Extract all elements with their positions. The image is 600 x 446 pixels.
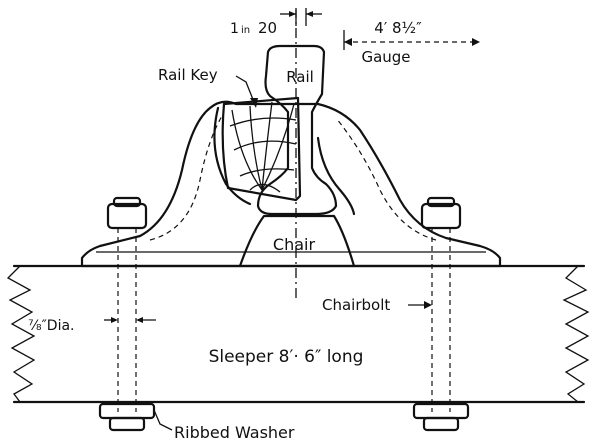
- bolt-nut-left: [108, 416, 146, 432]
- rail-label: Rail: [286, 68, 314, 86]
- bolt-diameter-label: ⅞″Dia.: [28, 318, 75, 334]
- rail-key-outline: [221, 96, 302, 202]
- gauge-annotation: 4′ 8½″ Gauge: [343, 19, 480, 66]
- rail-key-arrowhead: [250, 98, 258, 108]
- rail-label-bg: [282, 64, 318, 86]
- chair-seat: [238, 214, 356, 268]
- rail-key-leader: [235, 75, 255, 103]
- chairbolt-label: Chairbolt: [322, 296, 390, 314]
- chair: [80, 100, 502, 268]
- sleeper-label: Sleeper 8′· 6″ long: [209, 347, 364, 367]
- rail-key-label: Rail Key: [158, 66, 218, 84]
- chair-outline: [80, 100, 502, 268]
- rail-key-grain: [229, 101, 297, 193]
- inclination-arrowhead-left: [289, 11, 296, 17]
- chairbolt-arrowhead: [424, 301, 432, 309]
- chairbolt-right: [412, 196, 470, 432]
- chair-inner-dashed-left: [149, 115, 223, 241]
- inclination-value: 20: [258, 19, 277, 37]
- bolt-nut-top-left: [112, 196, 142, 208]
- chair-jaw-left: [213, 106, 252, 206]
- rail-key: [221, 96, 302, 202]
- inclination-in: in: [241, 25, 250, 36]
- ribbed-washer-annotation: Ribbed Washer: [153, 409, 295, 442]
- bolt-dia-arrowhead-left: [111, 317, 118, 323]
- bolt-dia-arrowhead-right: [136, 317, 143, 323]
- sleeper: [6, 264, 590, 404]
- bolt-diameter-annotation: ⅞″Dia.: [28, 317, 156, 334]
- inclination-prefix: 1: [230, 21, 239, 37]
- washer-left: [98, 402, 156, 420]
- inclination-arrowhead-right: [306, 11, 313, 17]
- gauge-arrowhead-left: [344, 38, 352, 46]
- sleeper-left-torn-end: [6, 265, 36, 403]
- inclination-annotation: 1 in 20: [230, 8, 322, 37]
- sleeper-right-torn-end: [562, 265, 590, 403]
- bolt-nut-top-right: [426, 196, 456, 208]
- chair-jaw-right: [316, 136, 356, 216]
- rail-key-annotation: Rail Key: [158, 66, 258, 108]
- ribbed-washer-label: Ribbed Washer: [174, 423, 295, 442]
- rail-section: [256, 44, 338, 216]
- gauge-label: Gauge: [361, 48, 410, 66]
- chair-label: Chair: [273, 235, 316, 254]
- washer-right: [412, 402, 470, 420]
- bolt-head-left: [106, 202, 148, 230]
- chair-inner-dashed-right: [335, 117, 437, 241]
- gauge-value: 4′ 8½″: [374, 19, 422, 37]
- rail: Rail: [256, 44, 338, 216]
- bolt-nut-right: [422, 416, 460, 432]
- chairbolt-annotation: Chairbolt: [322, 296, 432, 314]
- ribbed-washer-leader: [153, 409, 173, 431]
- gauge-arrowhead-right: [472, 38, 480, 46]
- bolt-head-right: [420, 202, 462, 230]
